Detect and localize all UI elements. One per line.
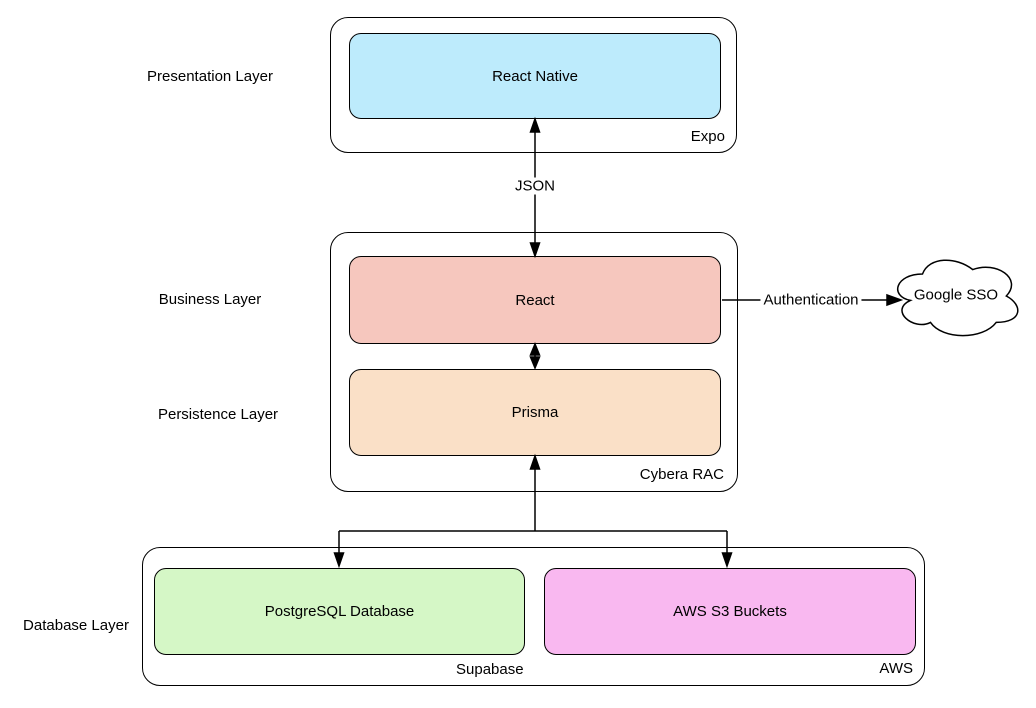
label-business-layer: Business Layer <box>158 291 262 308</box>
node-postgresql-database: PostgreSQL Database <box>154 568 525 655</box>
expo-container-label: Expo <box>690 128 725 145</box>
node-aws-s3-buckets: AWS S3 Buckets <box>544 568 916 655</box>
label-presentation-layer: Presentation Layer <box>147 68 273 85</box>
label-database-layer: Database Layer <box>23 617 129 634</box>
database-container: PostgreSQL Database AWS S3 Buckets Supab… <box>142 547 925 686</box>
expo-container: React Native Expo <box>330 17 737 153</box>
label-persistence-layer: Persistence Layer <box>157 406 279 423</box>
edge-label-authentication: Authentication <box>760 291 862 309</box>
supabase-container-label: Supabase <box>456 661 524 678</box>
cybera-rac-container: React Prisma Cybera RAC <box>330 232 738 492</box>
cybera-rac-container-label: Cybera RAC <box>639 466 724 483</box>
node-react-native: React Native <box>349 33 721 119</box>
node-google-sso-label: Google SSO <box>913 286 999 304</box>
node-react: React <box>349 256 721 344</box>
node-prisma: Prisma <box>349 369 721 456</box>
aws-container-label: AWS <box>879 660 913 677</box>
edge-label-json: JSON <box>511 177 559 195</box>
